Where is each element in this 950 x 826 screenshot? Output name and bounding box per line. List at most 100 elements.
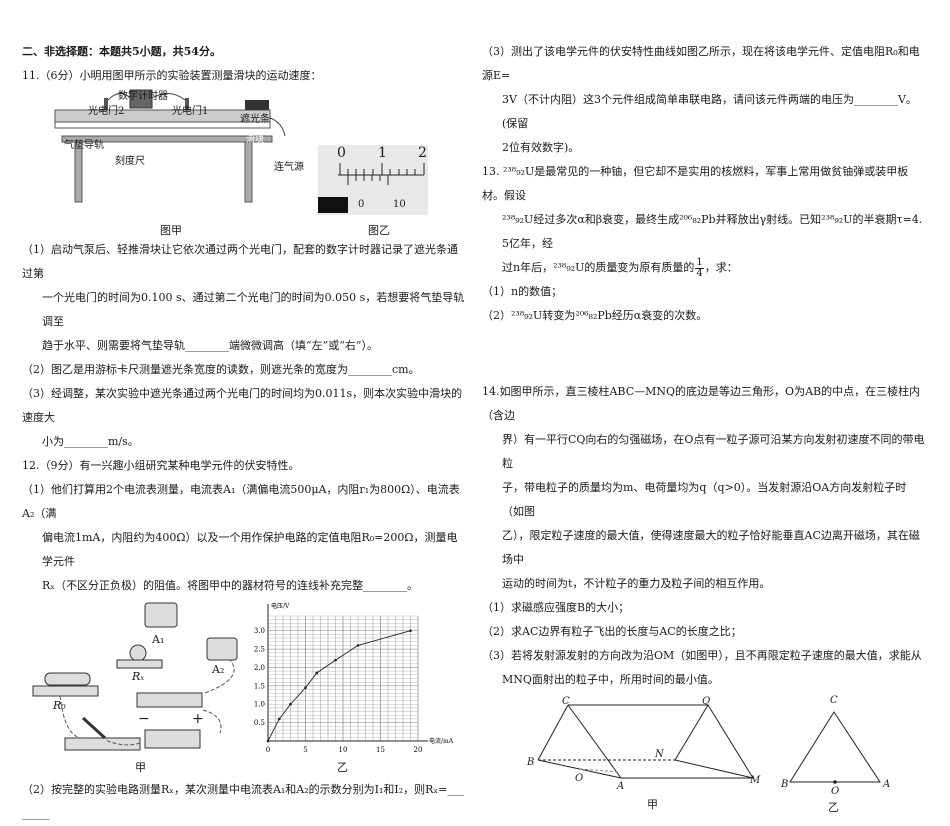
label-plus: + (192, 711, 204, 727)
q11-p1-line2: 一个光电门的时间为0.100 s、通过第二个光电门的时间为0.050 s，若想要… (42, 291, 465, 328)
q14-p1: （1）求磁感应强度B的大小； (482, 601, 630, 614)
caliper-main-0: 0 (337, 145, 346, 161)
caption-triangle-yi: 乙 (828, 801, 839, 814)
point-C-yi: C (830, 695, 838, 706)
q14-line4: 乙），限定粒子速度的最大值，使得速度最大的粒子恰好能垂直AC边离开磁场，其在磁场… (502, 529, 920, 566)
label-timer: 数字计时器 (118, 91, 168, 102)
spacer (482, 328, 927, 380)
y-axis-label: 电压/V (271, 602, 290, 610)
q14-line2: 界）有一平行CQ向右的匀强磁场，在O点有一粒子源可沿某方向发射初速度不同的带电粒 (502, 433, 925, 470)
point-C-jia: C (562, 696, 570, 707)
label-shade: 遮光条 (240, 114, 270, 125)
y-tick-label: 2.5 (254, 646, 265, 654)
label-a1: A₁ (152, 633, 165, 646)
data-point (266, 739, 270, 743)
q14-line5: 运动的时间为t，不计粒子的重力及粒子间的相互作用。 (502, 577, 771, 590)
label-gate2: 光电门2 (88, 106, 125, 117)
iv-curve-line (267, 630, 411, 742)
slider-block (245, 100, 269, 110)
gate2 (104, 98, 108, 110)
fraction-denominator: 4 (696, 267, 703, 279)
caption-prism-jia: 甲 (647, 798, 658, 811)
timer-box (129, 89, 153, 109)
point-Q-jia: Q (702, 696, 711, 707)
table-leg-left (74, 141, 83, 203)
data-point (356, 644, 360, 647)
label-air: 连气源 (274, 162, 304, 173)
caption-chart-yi: 乙 (337, 761, 348, 774)
data-point (277, 717, 281, 721)
label-ruler: 刻度尺 (115, 156, 145, 167)
ammeter-a1 (144, 602, 178, 628)
triangle-figure-yi (789, 711, 881, 784)
q14-line1: 14.如图甲所示，直三棱柱ABC—MNQ的底边是等边三角形，O为AB的中点，在三… (482, 385, 921, 422)
y-tick-label: 0.5 (254, 719, 265, 727)
battery (144, 729, 201, 749)
q14-p3-line2: MNQ面射出的粒子中，所用时间的最小值。 (502, 673, 719, 686)
point-A-jia: A (617, 781, 625, 792)
q13-line3-text: 过n年后，²³⁸₉₂U的质量变为原有质量的 (502, 261, 695, 274)
point-M-jia: M (750, 775, 761, 786)
point-B-yi: B (781, 779, 789, 790)
q14-p3-line1: （3）若将发射源发射的方向改为沿OM（如图甲），且不再限定粒子速度的最大值，求能… (482, 649, 922, 662)
q14-p2: （2）求AC边界有粒子飞出的长度与AC的长度之比； (482, 625, 742, 638)
point-N-jia: N (655, 749, 664, 760)
point-B-jia: B (527, 757, 535, 768)
prism-figure-jia (537, 704, 754, 779)
q11-p1-line1: （1）启动气泵后、轻推滑块让它依次通过两个光电门，配套的数字计时器记录了遮光条通… (22, 243, 458, 280)
data-point (289, 702, 292, 706)
label-slider: 滑块 (246, 135, 265, 145)
label-rail: 气垫导轨 (64, 140, 104, 151)
y-tick-label: 1.5 (254, 682, 265, 690)
data-point (315, 671, 319, 675)
x-tick-label: 5 (303, 746, 307, 754)
ammeter-a2 (206, 637, 238, 661)
fraction-numerator: 1 (695, 256, 704, 269)
data-point (409, 629, 412, 633)
caption-circuit-jia: 甲 (135, 761, 146, 774)
q11-p2: （2）图乙是用游标卡尺测量遮光条宽度的读数，则遮光条的宽度为________cm… (22, 363, 420, 376)
switch (64, 737, 141, 751)
q12-p2: （2）按完整的实验电路测量Rₓ，某次测量中电流表A₁和A₂的示数分别为I₁和I₂… (22, 783, 464, 820)
y-tick-label: 2.0 (254, 664, 265, 672)
q11-stem: 11.（6分）小明用图甲所示的实验装置测量滑块的运动速度： (22, 69, 322, 82)
right-column: （3）测出了该电学元件的伏安特性曲线如图乙所示，现在将该电学元件、定值电阻R₀和… (482, 40, 927, 817)
data-point (304, 686, 307, 689)
gate1 (185, 98, 189, 110)
q12-p3-line1: （3）测出了该电学元件的伏安特性曲线如图乙所示，现在将该电学元件、定值电阻R₀和… (482, 45, 920, 82)
q12-p1-line3: Rₓ（不区分正负极）的阻值。将图甲中的器材符号的连线补充完整________。 (42, 579, 418, 592)
q11-figures: 数字计时器 光电门2 光电门1 遮光条 滑块 气垫导轨 刻度尺 连气源 0 1 … (22, 88, 467, 238)
q14-figures: C Q B N O A M C B O A 甲 乙 (482, 692, 927, 817)
caliper-main-1: 1 (378, 145, 387, 161)
q12-p1-line1: （1）他们打算用2个电流表测量，电流表A₁（满偏电流500μA，内阻r₁为800… (22, 483, 460, 520)
q12-p1-line2: 偏电流1mA，内阻约为400Ω）以及一个用作保护电路的定值电阻R₀=200Ω，测… (42, 531, 458, 568)
caliper-main-2: 2 (418, 145, 427, 161)
vernier-caliper-figure (318, 145, 428, 215)
rheostat (136, 692, 203, 708)
point-O-jia: O (575, 773, 584, 784)
caliper-vernier-10: 10 (393, 199, 406, 210)
caption-fig-yi: 图乙 (368, 224, 390, 237)
q12-p3-line3: 2位有效数字)。 (502, 141, 580, 154)
y-tick-label: 1.0 (254, 701, 265, 709)
q11-p1-line3: 趋于水平、则需要将气垫导轨________端微微调高（填“左”或“右”）。 (42, 339, 378, 352)
resistor-r0 (44, 672, 91, 686)
x-tick-label: 0 (266, 746, 270, 754)
air-track-figure (54, 89, 286, 203)
q11-p3-line1: （3）经调整，某次实验中遮光条通过两个光电门的时间均为0.011s，则本次实验中… (22, 387, 463, 424)
caption-fig-jia: 图甲 (160, 224, 182, 237)
label-a2: A₂ (212, 663, 225, 676)
q13-line1: 13. ²³⁸₉₂U是最常见的一种铀，但它却不是实用的核燃料，军事上常用做贫铀弹… (482, 165, 909, 202)
q12-p3-line2: 3V（不计内阻）这3个元件组成简单串联电路，请问该元件两端的电压为_______… (502, 93, 917, 130)
q13-after-fraction: ，求： (704, 261, 738, 274)
x-axis-label: 电流/mA (429, 737, 454, 745)
label-r0: R₀ (53, 699, 66, 712)
q12-stem: 12.（9分）有一兴趣小组研究某种电学元件的伏安特性。 (22, 459, 300, 472)
q13-p1: （1）n的数值； (482, 285, 563, 298)
label-rx: Rₓ (132, 670, 145, 683)
label-minus: − (138, 711, 150, 727)
